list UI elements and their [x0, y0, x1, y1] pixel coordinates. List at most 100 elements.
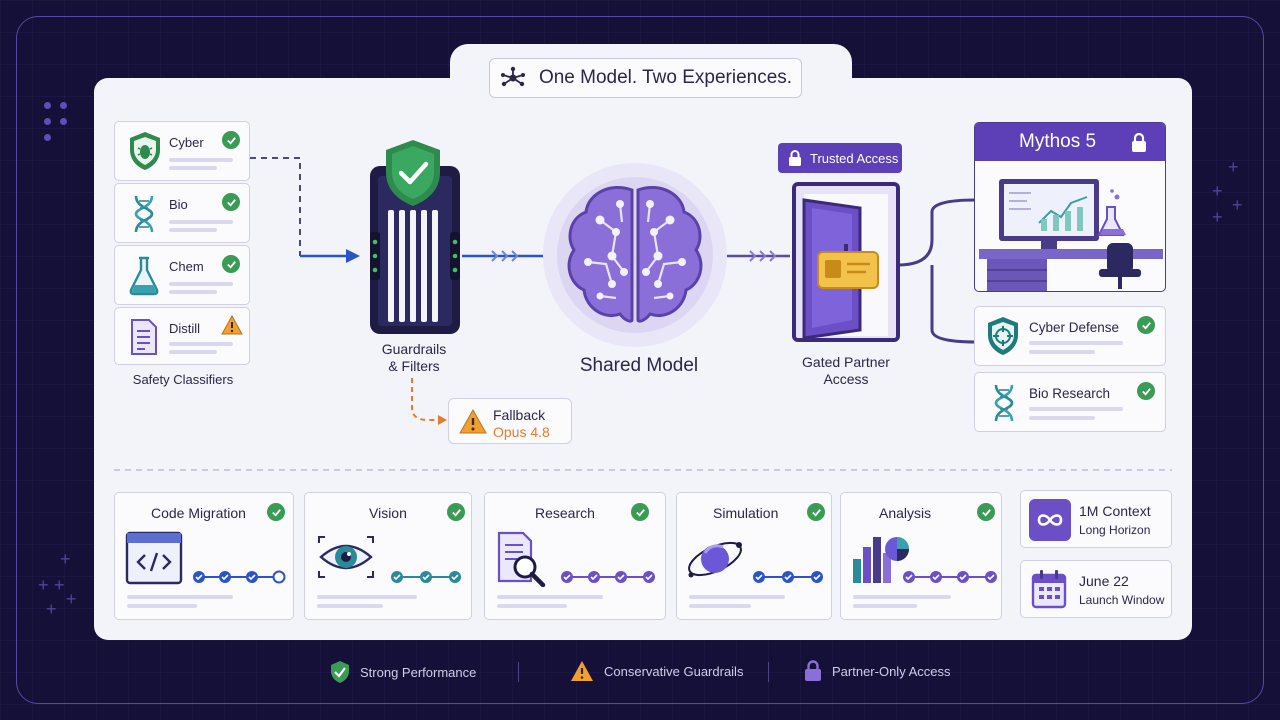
placeholder-line — [497, 604, 567, 608]
classifier-label: Bio — [169, 197, 188, 212]
shield-check-icon — [331, 661, 349, 683]
partner-card-cyber-defense[interactable]: Cyber Defense — [974, 306, 1166, 366]
classifier-card-distill[interactable]: Distill — [114, 307, 250, 365]
check-icon — [977, 503, 995, 521]
placeholder-line — [127, 604, 197, 608]
decorative-plus: + — [1212, 181, 1223, 201]
title-pill: One Model. Two Experiences. — [489, 58, 802, 98]
dna-icon — [134, 195, 154, 233]
check-icon — [222, 255, 240, 273]
info-card-context[interactable]: 1M Context Long Horizon — [1020, 490, 1172, 548]
capability-card-simulation[interactable]: Simulation — [676, 492, 832, 620]
placeholder-line — [1029, 407, 1123, 411]
infinity-icon — [1029, 499, 1071, 541]
legend-partner-only-access: Partner-Only Access — [804, 660, 951, 682]
capability-label: Research — [535, 505, 595, 521]
classifier-label: Cyber — [169, 135, 204, 150]
warning-icon — [571, 661, 593, 681]
lock-icon — [789, 150, 801, 166]
classifier-label: Distill — [169, 321, 201, 336]
progress-steps — [561, 571, 655, 583]
progress-steps — [193, 570, 286, 584]
fallback-label: Fallback — [493, 407, 546, 423]
capability-card-research[interactable]: Research — [484, 492, 666, 620]
shared-model-label: Shared Model — [579, 355, 699, 376]
info-card-subtitle: Launch Window — [1079, 593, 1165, 607]
decorative-plus: + — [46, 599, 57, 619]
info-card-launch[interactable]: June 22 Launch Window — [1020, 560, 1172, 618]
placeholder-line — [497, 595, 603, 599]
placeholder-line — [127, 595, 233, 599]
calendar-icon — [1031, 570, 1067, 609]
capability-card-vision[interactable]: Vision — [304, 492, 472, 620]
fallback-card[interactable]: Fallback Opus 4.8 — [448, 398, 572, 444]
trusted-access-badge: Trusted Access — [778, 143, 902, 173]
info-card-subtitle: Long Horizon — [1079, 523, 1151, 537]
warning-icon — [221, 315, 243, 335]
legend-conservative-guardrails: Conservative Guardrails — [570, 660, 743, 682]
progress-steps — [903, 571, 997, 583]
decorative-plus: + — [1232, 195, 1243, 215]
check-icon — [447, 503, 465, 521]
check-icon — [1137, 316, 1155, 334]
dna-icon — [994, 384, 1014, 422]
legend-label: Partner-Only Access — [832, 663, 951, 679]
decorative-plus: + — [38, 575, 49, 595]
placeholder-line — [317, 595, 417, 599]
info-card-title: 1M Context — [1079, 503, 1151, 519]
flask-icon — [129, 256, 159, 296]
mythos-title: Mythos 5 — [1019, 131, 1097, 152]
check-icon — [807, 503, 825, 521]
partner-app-label: Bio Research — [1029, 386, 1111, 401]
classifier-card-chem[interactable]: Chem — [114, 245, 250, 305]
placeholder-line — [169, 290, 217, 294]
check-icon — [222, 193, 240, 211]
placeholder-line — [1029, 416, 1095, 420]
check-icon — [222, 131, 240, 149]
info-card-title: June 22 — [1079, 573, 1129, 589]
lock-icon — [805, 660, 821, 681]
classifier-card-bio[interactable]: Bio — [114, 183, 250, 243]
code-window-icon — [125, 531, 183, 585]
legend-label: Conservative Guardrails — [604, 663, 744, 679]
decorative-plus: + — [1228, 157, 1239, 177]
partner-app-label: Cyber Defense — [1029, 320, 1120, 335]
mythos-card[interactable]: Mythos 5 — [974, 122, 1166, 292]
check-icon — [631, 503, 649, 521]
placeholder-line — [169, 282, 233, 286]
placeholder-line — [689, 604, 751, 608]
orbit-icon — [688, 541, 742, 578]
capability-card-code-migration[interactable]: Code Migration — [114, 492, 294, 620]
outer-frame — [16, 16, 1264, 704]
guardrail-gate-icon — [370, 140, 460, 334]
decorative-plus: + — [60, 549, 71, 569]
placeholder-line — [853, 595, 951, 599]
partner-card-bio-research[interactable]: Bio Research — [974, 372, 1166, 432]
network-icon — [500, 66, 525, 87]
trusted-access-label: Trusted Access — [810, 150, 899, 166]
capability-label: Analysis — [879, 505, 932, 521]
bar-pie-chart-icon — [853, 537, 909, 583]
capability-card-analysis[interactable]: Analysis — [840, 492, 1002, 620]
placeholder-line — [317, 604, 383, 608]
page-title: One Model. Two Experiences. — [538, 67, 793, 88]
classifier-card-cyber[interactable]: Cyber — [114, 121, 250, 181]
capability-label: Code Migration — [151, 505, 246, 521]
placeholder-line — [169, 342, 233, 346]
classifier-label: Chem — [169, 259, 204, 274]
placeholder-line — [1029, 341, 1123, 345]
placeholder-line — [169, 158, 233, 162]
check-icon — [1137, 382, 1155, 400]
placeholder-line — [169, 166, 217, 170]
capability-label: Simulation — [713, 505, 779, 521]
progress-steps — [753, 571, 823, 583]
guardrails-label-2: & Filters — [388, 358, 440, 374]
decorative-plus: + — [66, 589, 77, 609]
placeholder-line — [169, 220, 233, 224]
lock-icon — [1132, 133, 1146, 152]
warning-icon — [459, 409, 487, 434]
check-icon — [267, 503, 285, 521]
decorative-plus: + — [1212, 207, 1223, 227]
progress-steps — [391, 571, 461, 583]
placeholder-line — [853, 604, 917, 608]
